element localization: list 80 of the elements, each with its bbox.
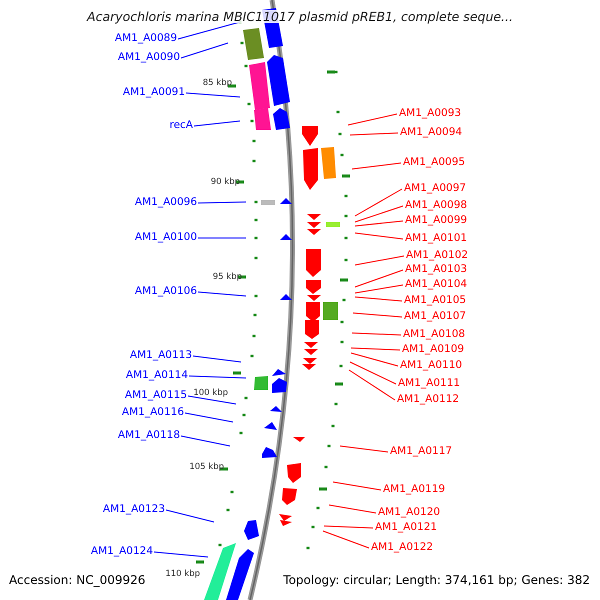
gene-label: AM1_A0120 xyxy=(378,506,440,519)
leader-line xyxy=(332,482,382,490)
leader-line xyxy=(194,120,240,126)
gene-label: AM1_A0091 xyxy=(122,86,185,99)
leader-line xyxy=(184,412,234,422)
gene-label: AM1_A0098 xyxy=(405,199,468,212)
leader-line xyxy=(198,292,246,296)
leader-line xyxy=(354,270,404,288)
leader-line xyxy=(348,114,398,126)
leader-line xyxy=(354,232,404,240)
gene-label: AM1_A0113 xyxy=(130,349,192,362)
gene-label: AM1_A0119 xyxy=(383,483,446,496)
leader-line xyxy=(350,362,396,384)
leader-line xyxy=(354,188,402,216)
gene-label: AM1_A0123 xyxy=(102,503,165,516)
leader-line xyxy=(352,162,402,170)
leader-line xyxy=(354,296,402,302)
gene-label: AM1_A0104 xyxy=(405,278,468,291)
leader-line xyxy=(348,370,396,400)
gene-label: AM1_A0115 xyxy=(124,389,187,402)
leader-line xyxy=(350,352,398,366)
info-text: Accession: NC_009926 xyxy=(9,574,146,587)
gene-label: AM1_A0117 xyxy=(390,445,452,458)
scale-label: 95 kbp xyxy=(212,271,242,284)
gene-label: AM1_A0099 xyxy=(405,214,468,227)
gene-label: AM1_A0110 xyxy=(400,359,462,372)
gene-label: AM1_A0112 xyxy=(397,393,460,406)
leader-line xyxy=(186,92,240,98)
gene-label: AM1_A0100 xyxy=(134,231,197,244)
leader-line xyxy=(352,312,402,318)
gene-label: AM1_A0107 xyxy=(404,310,466,323)
gene-label: AM1_A0106 xyxy=(134,285,197,298)
gene-label: AM1_A0105 xyxy=(404,294,466,307)
leader-line xyxy=(180,436,230,446)
leader-line xyxy=(354,256,404,266)
gene-label: AM1_A0111 xyxy=(398,377,460,390)
scale-label: 100 kbp xyxy=(193,387,228,400)
gene-label: AM1_A0114 xyxy=(126,369,188,382)
leader-line xyxy=(322,530,370,548)
leader-line xyxy=(340,446,388,452)
leader-line xyxy=(324,526,374,528)
gene-label: AM1_A0109 xyxy=(402,343,464,356)
gene-label: AM1_A0097 xyxy=(404,182,466,195)
leader-line xyxy=(166,510,214,522)
gene-label: AM1_A0101 xyxy=(405,232,468,245)
leader-line xyxy=(180,42,228,58)
gene-label: AM1_A0096 xyxy=(134,196,197,209)
gene-label: AM1_A0122 xyxy=(371,541,434,554)
leader-line xyxy=(354,206,404,222)
leader-line xyxy=(188,396,236,404)
gene-label: AM1_A0095 xyxy=(403,156,466,169)
leader-line xyxy=(352,332,402,336)
diagram-title: Acaryochloris marina MBIC11017 plasmid pREB1, complete seque... xyxy=(87,10,513,23)
leader-line xyxy=(350,348,400,350)
gene-label: AM1_A0090 xyxy=(118,51,180,64)
leader-line xyxy=(350,132,398,136)
gene-label: AM1_A0093 xyxy=(399,107,462,120)
info-text: Topology: circular; Length: 374,161 bp; Genes: 382 xyxy=(283,574,590,587)
scale-label: 90 kbp xyxy=(210,176,240,189)
gene-label: AM1_A0116 xyxy=(122,406,184,419)
gene-label: AM1_A0103 xyxy=(405,263,468,276)
scale-label: 85 kbp xyxy=(202,77,232,90)
gene-label: AM1_A0108 xyxy=(403,328,466,341)
gene-label: AM1_A0089 xyxy=(114,32,177,45)
leader-line xyxy=(354,284,404,294)
gene-label: AM1_A0102 xyxy=(406,249,468,262)
leader-line xyxy=(192,356,242,362)
scale-label: 105 kbp xyxy=(189,461,224,474)
scale-label: 110 kbp xyxy=(165,568,200,581)
leader-line xyxy=(328,504,376,514)
gene-label: AM1_A0094 xyxy=(400,126,462,139)
gene-label: AM1_A0121 xyxy=(375,521,438,534)
leader-line xyxy=(154,552,208,558)
leader-line xyxy=(198,202,246,204)
leader-line xyxy=(178,22,240,40)
gene-label: recA xyxy=(169,119,193,132)
gene-label: AM1_A0118 xyxy=(118,429,180,442)
leader-line xyxy=(188,376,246,378)
gene-label: AM1_A0124 xyxy=(90,545,153,558)
leader-line xyxy=(354,220,404,226)
